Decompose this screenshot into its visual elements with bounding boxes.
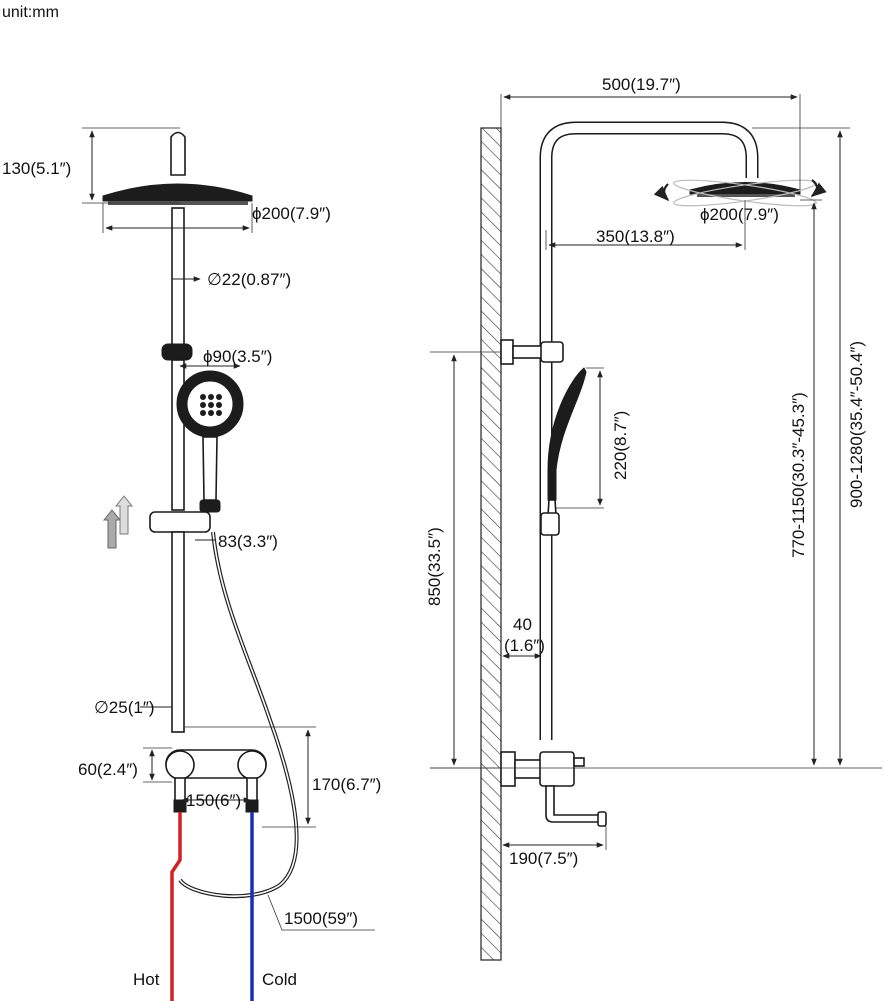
- dim-upper-pipe-diameter: ∅22(0.87″): [207, 270, 291, 289]
- side-valve-connector: [514, 759, 542, 779]
- dim-head-height: 130(5.1″): [2, 159, 71, 178]
- side-rain-head: [689, 182, 801, 195]
- tub-spout: [545, 785, 601, 823]
- dim-bracket-height: 850(33.5″): [425, 527, 444, 606]
- dim-total-height: 900-1280(35.4″-50.4″): [847, 341, 866, 508]
- hand-shower-grip: [199, 499, 221, 513]
- handshower-holder: [161, 343, 193, 361]
- hand-shower-handle: [202, 436, 218, 501]
- rotate-left-icon: [653, 183, 670, 202]
- front-view: 130(5.1″) ϕ200(7.9″) ∅22(0.87″) ϕ90(3.5″…: [2, 127, 381, 1001]
- hose: [178, 531, 299, 899]
- sliding-bracket: [149, 511, 211, 533]
- dim-wall-gap-value: 40: [513, 615, 532, 634]
- wall-bracket-plate: [500, 339, 514, 365]
- dim-side-head-diameter: ϕ200(7.9″): [700, 205, 779, 224]
- side-hand-shower: [547, 367, 587, 501]
- dim-slider-offset: 83(3.3″): [218, 532, 278, 551]
- dim-head-offset: 350(13.8″): [596, 227, 675, 246]
- dim-handshower-length: 220(8.7″): [611, 411, 630, 480]
- dim-adjustable-height: 770-1150(30.3″-45.3″): [789, 392, 808, 558]
- dim-valve-spacing: 150(6″): [186, 791, 241, 810]
- wall-bracket-arm: [512, 345, 544, 359]
- rain-shower-head: [102, 183, 253, 202]
- dim-spout-reach: 190(7.5″): [509, 849, 578, 868]
- side-mixer-body: [539, 751, 575, 787]
- side-view: 500(19.7″) ϕ200(7.9″) 350(13.8″) 220(8.7…: [425, 75, 882, 961]
- dim-wall-gap-inch: (1.6″): [504, 636, 545, 655]
- slide-down-arrow-icon: [102, 509, 122, 549]
- cold-label: Cold: [262, 970, 297, 989]
- upper-riser-pipe: [171, 207, 185, 349]
- dim-head-diameter: ϕ200(7.9″): [252, 204, 331, 223]
- side-wall-flange: [500, 751, 516, 787]
- unit-label: unit:mm: [2, 4, 59, 21]
- dim-hose-length: 1500(59″): [284, 909, 358, 928]
- hot-supply-line: [170, 812, 182, 1001]
- middle-riser-pipe: [171, 359, 185, 511]
- dim-handshower-diameter: ϕ90(3.5″): [203, 347, 272, 366]
- side-slider: [540, 512, 560, 536]
- rotate-right-icon: [810, 179, 827, 197]
- riser-top-cap: [170, 131, 186, 176]
- hot-label: Hot: [133, 970, 160, 989]
- dim-valve-height: 60(2.4″): [78, 760, 138, 779]
- bracket-clamp: [540, 341, 564, 363]
- wall: [480, 127, 502, 961]
- dim-lower-pipe-diameter: ∅25(1″): [94, 698, 155, 717]
- dim-arm-reach: 500(19.7″): [602, 75, 681, 94]
- slide-up-arrow-icon: [114, 495, 134, 535]
- dim-valve-to-riser: 170(6.7″): [312, 775, 381, 794]
- lower-riser-pipe: [171, 531, 185, 733]
